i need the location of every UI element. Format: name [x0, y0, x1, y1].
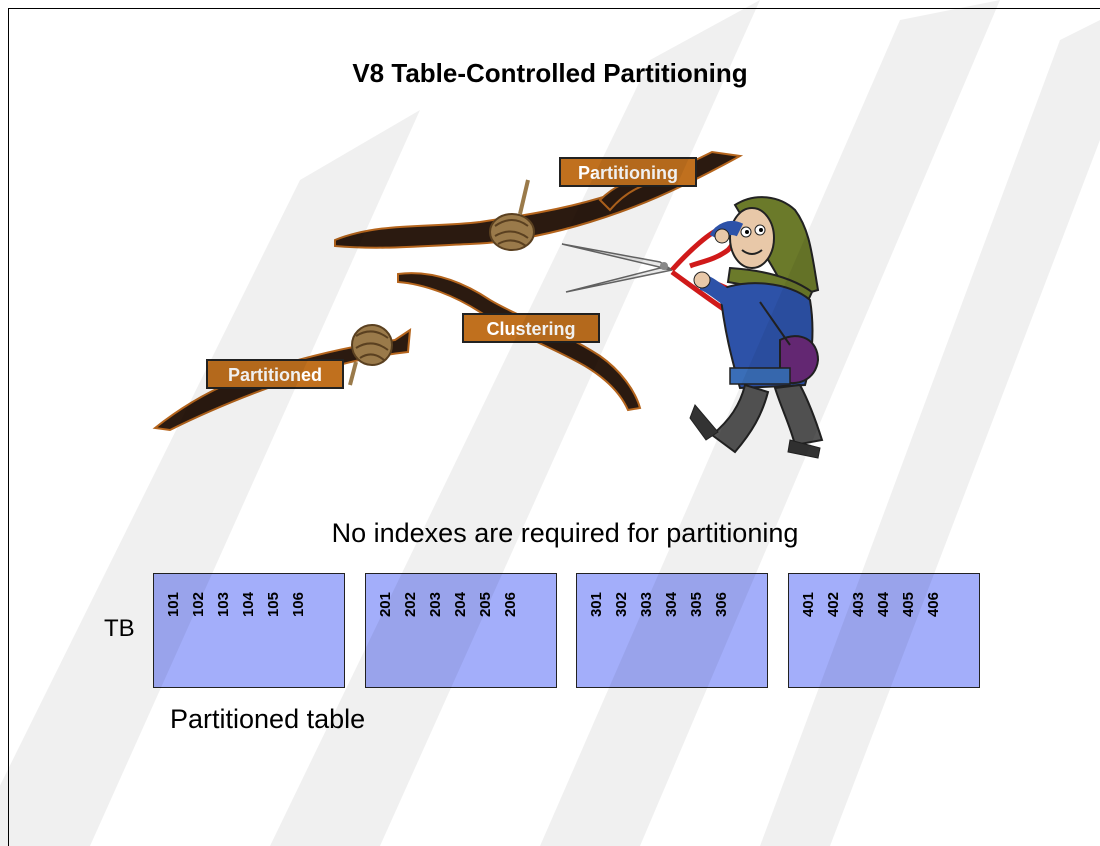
partition-1: 101 102 103 104 105 106 [153, 573, 345, 688]
row-value: 204 [452, 592, 469, 618]
slide-title: V8 Table-Controlled Partitioning [352, 58, 748, 88]
row-value: 206 [502, 592, 519, 618]
row-value: 104 [240, 592, 257, 618]
row-value: 304 [663, 592, 680, 618]
label-partitioned-text: Partitioned [228, 365, 322, 385]
gnome-figure-icon [689, 196, 824, 459]
table-caption: Partitioned table [170, 704, 366, 734]
row-value: 302 [613, 592, 630, 618]
label-partitioned: Partitioned [206, 359, 344, 389]
label-clustering-text: Clustering [486, 319, 575, 339]
row-value: 101 [165, 592, 182, 618]
middle-branch [397, 272, 642, 412]
row-value: 205 [477, 592, 494, 618]
row-value: 305 [688, 592, 705, 618]
label-partitioning-text: Partitioning [578, 163, 678, 183]
row-value: 303 [638, 592, 655, 618]
row-value: 202 [402, 592, 419, 618]
row-value: 106 [290, 592, 307, 618]
row-value: 404 [875, 592, 892, 618]
row-value: 201 [377, 592, 394, 618]
partition-4: 401 402 403 404 405 406 [788, 573, 980, 688]
row-value: 406 [925, 592, 942, 618]
subtitle: No indexes are required for partitioning [331, 518, 799, 548]
label-clustering: Clustering [462, 313, 600, 343]
slide-frame [8, 8, 1100, 846]
row-value: 301 [588, 592, 605, 618]
row-value: 103 [215, 592, 232, 618]
row-value: 306 [713, 592, 730, 618]
rope-knot-lower-icon [348, 324, 393, 386]
scissors-icon [561, 225, 746, 316]
label-partitioning: Partitioning [559, 157, 697, 187]
partition-2: 201 202 203 204 205 206 [365, 573, 557, 688]
row-value: 203 [427, 592, 444, 618]
row-value: 405 [900, 592, 917, 618]
row-value: 401 [800, 592, 817, 618]
row-value: 403 [850, 592, 867, 618]
row-value: 102 [190, 592, 207, 618]
rope-knot-icon [489, 179, 535, 251]
tb-label: TB [104, 615, 135, 642]
partition-3: 301 302 303 304 305 306 [576, 573, 768, 688]
row-value: 402 [825, 592, 842, 618]
row-value: 105 [265, 592, 282, 618]
